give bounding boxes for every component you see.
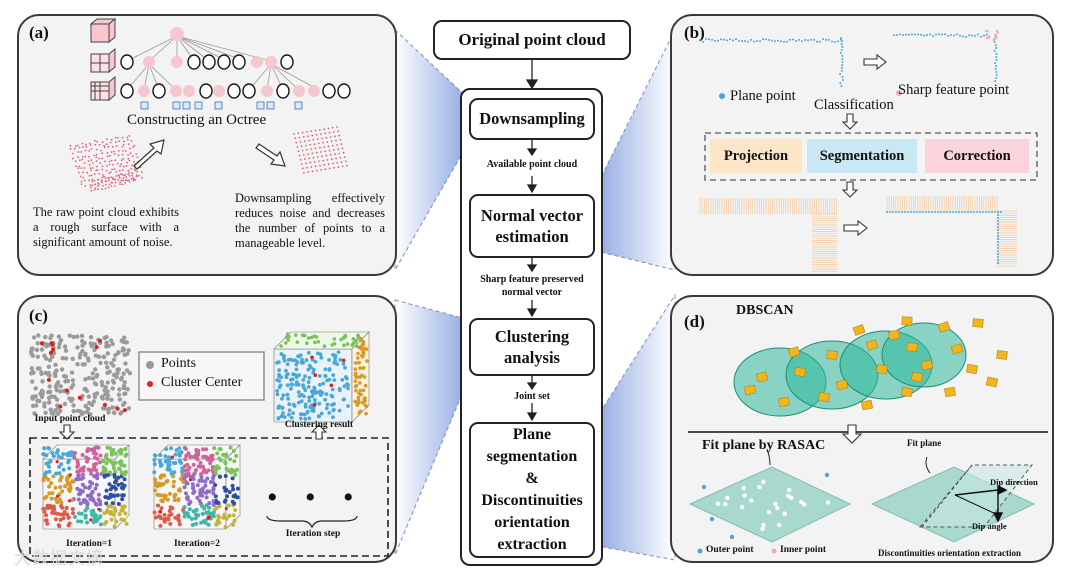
legend-points-dot	[146, 361, 154, 369]
clustering-result-cube	[273, 331, 370, 423]
iteration-1-cube	[41, 444, 130, 530]
arrow-down-fit	[841, 424, 863, 444]
arrow-down-input	[58, 424, 76, 440]
input-point-cloud	[29, 333, 133, 417]
panel-c-label: (c)	[29, 306, 48, 325]
plane-segmentation-box: Plane segmentation & Discontinuities ori…	[469, 422, 595, 558]
joint-set-label: Joint set	[514, 391, 550, 402]
octree-cubes	[89, 17, 117, 102]
arrow-octree-to-down	[255, 143, 286, 167]
arrow-down-1	[841, 113, 859, 130]
watermark: 大数据文摘	[14, 549, 104, 569]
legend-center-dot	[147, 381, 153, 387]
panel-d-label: (d)	[684, 312, 705, 331]
sharp-point-label: Sharp feature point	[898, 82, 1010, 98]
iteration-brace	[266, 515, 358, 529]
clustering-analysis-label: Clustering analysis	[494, 327, 570, 367]
iteration-2-cube	[152, 444, 241, 530]
legend-box	[138, 351, 265, 401]
panel-d: (d) DBSCAN Fit plane by RASAC Fi	[670, 295, 1054, 563]
projection-box: Projection	[710, 139, 802, 173]
downsampling-description: Downsampling effectively reduces noise a…	[235, 191, 385, 250]
clustering-analysis-box: Clustering analysis	[469, 318, 595, 376]
outer-point-label: Outer point	[706, 545, 754, 555]
outer-points	[701, 472, 830, 540]
downsampling-label: Downsampling	[479, 109, 585, 128]
fit-plane-label: Fit plane	[907, 438, 942, 448]
clustering-diagram	[29, 331, 389, 557]
connector-a	[394, 28, 471, 272]
plane-point-label: Plane point	[730, 88, 796, 104]
legend-center-label: Cluster Center	[161, 375, 243, 390]
process-dashed-box	[704, 132, 1038, 181]
original-point-cloud-box: Original point cloud	[433, 20, 631, 60]
inner-points	[715, 479, 831, 531]
connector-b	[591, 29, 676, 271]
dbscan-diagram	[688, 316, 1048, 554]
downsampled-point-cloud	[293, 126, 348, 174]
panel-a: (a)	[17, 14, 397, 276]
discontinuity-plane	[918, 464, 1034, 528]
normal-vector-label: Normal vector estimation	[480, 206, 584, 246]
arrow-up-result	[310, 424, 328, 440]
correction-box: Correction	[925, 139, 1029, 173]
inner-point-label: Inner point	[780, 545, 827, 555]
dbscan-title: DBSCAN	[736, 303, 794, 318]
connector-c	[394, 299, 471, 556]
clustering-result-label: Clustering result	[284, 420, 354, 430]
classification-diagram	[699, 29, 1038, 272]
dbscan-points	[744, 316, 1008, 411]
profile-raw	[699, 37, 844, 87]
original-point-cloud-label: Original point cloud	[458, 30, 606, 49]
dip-angle-label: Dip angle	[972, 521, 1007, 531]
iteration-dashed-box	[29, 437, 389, 557]
projected-profiles	[699, 196, 1017, 272]
profile-classified	[893, 29, 999, 82]
panel-b: (b) Plane point Classification Sharp fea…	[670, 14, 1054, 276]
sharp-point-dot	[896, 90, 902, 96]
iteration-1-label: Iteration=1	[65, 539, 113, 549]
arrow-right-1	[863, 53, 887, 71]
connector-d	[591, 293, 676, 561]
legend-points-label: Points	[161, 356, 197, 371]
available-point-cloud-label: Available point cloud	[486, 159, 578, 170]
raw-cloud-description: The raw point cloud exhibits a rough sur…	[33, 205, 179, 249]
arrow-down-2	[841, 181, 859, 198]
arrow-raw-to-octree	[133, 139, 165, 170]
segmentation-box: Segmentation	[807, 139, 917, 173]
fit-plane-left	[688, 466, 852, 543]
downsampling-box: Downsampling	[469, 98, 595, 140]
dip-direction-label: Dip direction	[990, 477, 1038, 487]
panel-b-label: (b)	[684, 23, 705, 42]
panel-a-label: (a)	[29, 23, 49, 42]
iteration-dots: • • •	[267, 481, 364, 514]
discontinuities-extraction-label: Discontinuities orientation extraction	[878, 548, 1021, 558]
raw-point-cloud	[69, 135, 143, 192]
octree-diagram	[69, 17, 351, 192]
classification-label: Classification	[814, 97, 894, 113]
normal-vector-box: Normal vector estimation	[469, 194, 595, 258]
plane-point-dot	[719, 93, 725, 99]
fit-plane-ransac-title: Fit plane by RASAC	[702, 438, 826, 453]
panel-c: (c) Points Cluster Center Input point cl…	[17, 295, 397, 563]
iteration-2-label: Iteration=2	[173, 539, 221, 549]
sharp-feature-label: Sharp feature preserved normal vector	[480, 274, 584, 298]
dbscan-circles	[733, 322, 967, 417]
iteration-step-label: Iteration step	[285, 529, 341, 539]
arrow-right-2	[843, 219, 868, 237]
octree-title: Constructing an Octree	[127, 112, 267, 128]
input-point-cloud-label: Input point cloud	[34, 414, 106, 424]
